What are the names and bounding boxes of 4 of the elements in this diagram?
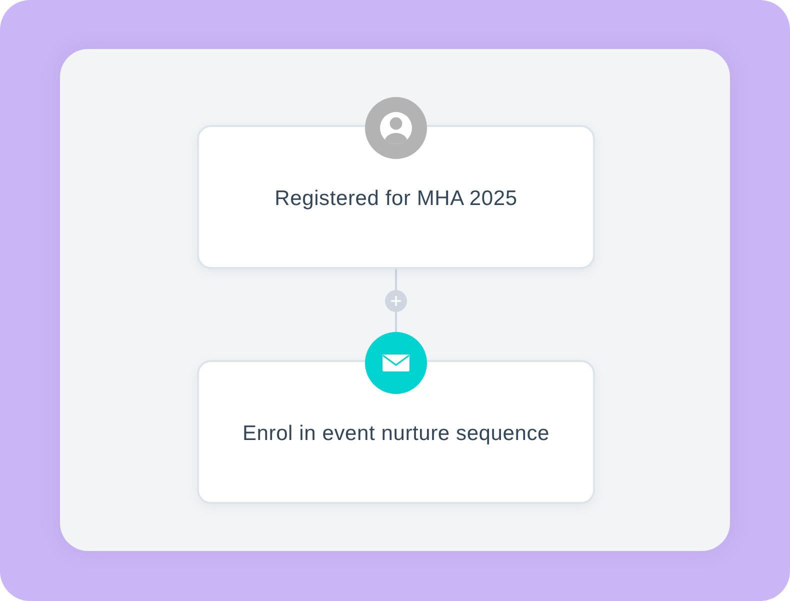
step-card (197, 360, 595, 504)
step-title: Registered for MHA 2025 (274, 186, 518, 212)
step-title: Enrol in event nurture sequence (242, 420, 550, 447)
step-card (197, 125, 595, 269)
